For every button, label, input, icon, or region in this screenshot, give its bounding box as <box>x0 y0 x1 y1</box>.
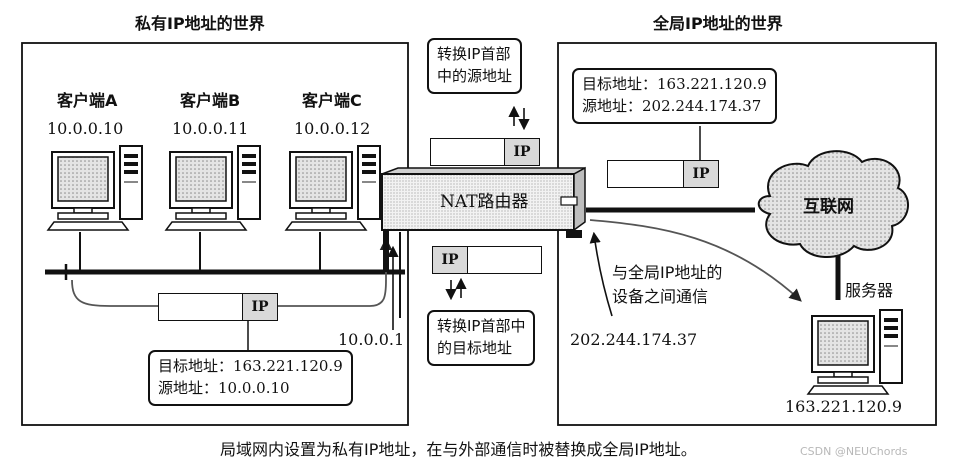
private-packet-dst: 目标地址：163.221.120.9 <box>158 357 343 375</box>
internet-cloud-icon <box>757 150 909 259</box>
server-ip: 163.221.120.9 <box>785 397 903 416</box>
watermark: CSDN @NEUChords <box>800 445 908 458</box>
private-packet-note: 目标地址：163.221.120.9 源地址：10.0.0.10 <box>148 350 353 406</box>
router-dst-note-line1: 转换IP首部中 <box>437 317 526 335</box>
private-region-frame <box>21 42 409 426</box>
router-bottom-packet: IP <box>432 246 542 274</box>
router-top-packet: IP <box>430 138 540 166</box>
private-area-title: 私有IP地址的世界 <box>135 14 265 33</box>
global-region-frame <box>557 42 937 426</box>
client-a-label: 客户端A <box>57 91 118 110</box>
global-packet-note: 目标地址：163.221.120.9 源地址：202.244.174.37 <box>572 68 777 124</box>
router-bottom-packet-ip-header: IP <box>433 247 468 273</box>
client-a-ip: 10.0.0.10 <box>47 119 124 138</box>
client-c-label: 客户端C <box>302 91 362 110</box>
comm-note-line1: 与全局IP地址的 <box>612 263 723 282</box>
client-b-label: 客户端B <box>180 91 241 110</box>
global-packet-dst: 目标地址：163.221.120.9 <box>582 75 767 93</box>
client-c-ip: 10.0.0.12 <box>294 119 371 138</box>
private-packet-ip-header: IP <box>242 294 277 320</box>
client-a-computer-icon <box>47 145 143 231</box>
gateway-ip: 10.0.0.1 <box>338 330 405 349</box>
server-label: 服务器 <box>845 281 894 300</box>
internet-label: 互联网 <box>803 197 854 217</box>
client-b-ip: 10.0.0.11 <box>172 119 249 138</box>
client-b-computer-icon <box>165 145 261 231</box>
nat-router-box <box>381 173 575 231</box>
private-packet: IP <box>158 293 278 321</box>
router-dst-note-line2: 的目标地址 <box>437 338 513 357</box>
global-area-title: 全局IP地址的世界 <box>653 14 783 33</box>
server-computer-icon <box>807 309 903 395</box>
private-packet-src: 源地址：10.0.0.10 <box>158 378 290 397</box>
global-packet-ip-header: IP <box>683 161 718 187</box>
nat-router-label: NAT路由器 <box>440 192 529 212</box>
router-src-note: 转换IP首部 中的源地址 <box>427 38 523 94</box>
router-src-note-line1: 转换IP首部 <box>437 45 511 63</box>
global-packet: IP <box>607 160 719 188</box>
router-dst-note: 转换IP首部中 的目标地址 <box>427 310 536 366</box>
diagram-caption: 局域网内设置为私有IP地址，在与外部通信时被替换成全局IP地址。 <box>220 440 697 459</box>
router-global-ip: 202.244.174.37 <box>570 330 698 349</box>
comm-note-line2: 设备之间通信 <box>612 287 709 306</box>
global-packet-src: 源地址：202.244.174.37 <box>582 96 762 115</box>
router-src-note-line2: 中的源地址 <box>437 66 513 85</box>
router-top-packet-ip-header: IP <box>504 139 539 165</box>
client-c-computer-icon <box>285 145 381 231</box>
